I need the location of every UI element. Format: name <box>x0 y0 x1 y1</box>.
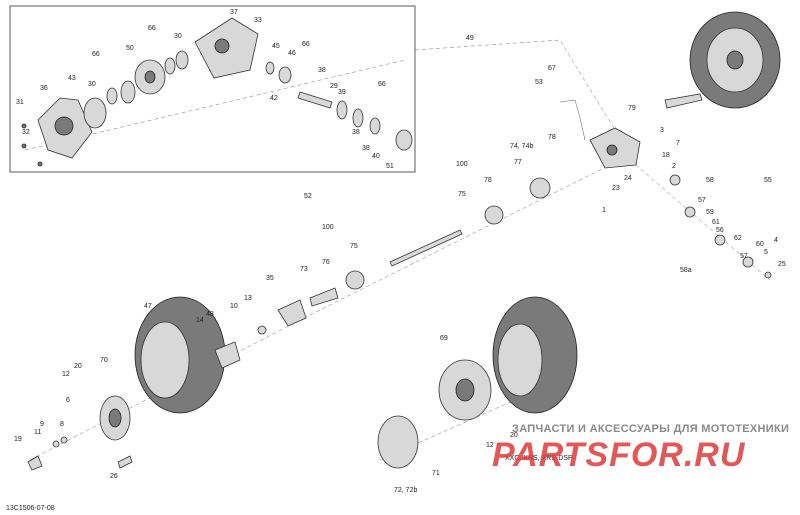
callout-47: 10 <box>230 303 238 310</box>
callout-59: 26 <box>110 473 118 480</box>
inset-frame <box>9 5 416 173</box>
callout-43: 76 <box>322 259 330 266</box>
callout-64: 56 <box>716 227 724 234</box>
callout-19: 66 <box>378 81 386 88</box>
callout-58: 19 <box>14 436 22 443</box>
inset-gearbox <box>21 17 413 167</box>
callout-33: 24 <box>624 175 632 182</box>
front-gearbox <box>559 93 703 169</box>
callout-3: 43 <box>68 75 76 82</box>
drive-shaft <box>277 177 551 327</box>
callout-45: 35 <box>266 275 274 282</box>
callout-13: 66 <box>302 41 310 48</box>
callout-60: 58 <box>706 177 714 184</box>
callout-75: 20 <box>510 432 518 439</box>
callout-21: 40 <box>372 153 380 160</box>
rear-left-wheel <box>27 296 267 471</box>
callout-51: 70 <box>100 357 108 364</box>
watermark-caption: ЗАПЧАСТИ И АКСЕССУАРЫ ДЛЯ МОТОТЕХНИКИ <box>512 423 789 435</box>
callout-11: 45 <box>272 43 280 50</box>
callout-69: 4 <box>774 237 778 244</box>
callout-8: 30 <box>174 33 182 40</box>
callout-29: 3 <box>660 127 664 134</box>
callout-66: 57 <box>740 253 748 260</box>
callout-67: 58a <box>680 267 692 274</box>
callout-55: 8 <box>60 421 64 428</box>
callout-14: 38 <box>318 67 326 74</box>
callout-27: 78 <box>548 134 556 141</box>
callout-39: 75 <box>458 191 466 198</box>
callout-15: 29 <box>330 83 338 90</box>
callout-23: 49 <box>466 35 474 42</box>
callout-48: 48 <box>206 311 214 318</box>
callout-65: 62 <box>734 235 742 242</box>
callout-42: 75 <box>350 243 358 250</box>
callout-50: 47 <box>144 303 152 310</box>
suspension-linkage <box>669 174 772 279</box>
callout-32: 2 <box>672 163 676 170</box>
callout-41: 100 <box>322 224 334 231</box>
callout-73: 69 <box>440 335 448 342</box>
callout-10: 33 <box>254 17 262 24</box>
callout-24: 53 <box>535 79 543 86</box>
callout-22: 51 <box>386 163 394 170</box>
callout-1: 32 <box>22 129 30 136</box>
callout-44: 73 <box>300 266 308 273</box>
callout-5: 30 <box>88 81 96 88</box>
callout-2: 36 <box>40 85 48 92</box>
part-code: 13C1506-07-08 <box>6 505 55 512</box>
callout-30: 7 <box>676 140 680 147</box>
callout-57: 11 <box>34 429 41 436</box>
callout-12: 46 <box>288 50 296 57</box>
callout-61: 57 <box>698 197 706 204</box>
callout-62: 59 <box>706 209 714 216</box>
callout-77: 72, 72b <box>394 487 417 494</box>
callout-16: 42 <box>270 95 278 102</box>
callout-9: 37 <box>230 9 238 16</box>
callout-72: 55 <box>764 177 772 184</box>
callout-37: 78 <box>484 177 492 184</box>
watermark-brand: PARTSFOR.RU <box>492 436 746 474</box>
callout-71: 5 <box>764 249 768 256</box>
callout-34: 23 <box>612 185 620 192</box>
callout-25: 67 <box>548 65 556 72</box>
callout-4: 66 <box>92 51 100 58</box>
callout-18: 38 <box>352 129 360 136</box>
callout-76: 71 <box>432 470 440 477</box>
callout-20: 38 <box>362 145 370 152</box>
callout-52: 20 <box>74 363 82 370</box>
rear-right-wheel <box>377 296 578 469</box>
callout-46: 13 <box>244 295 252 302</box>
callout-6: 50 <box>126 45 134 52</box>
callout-7: 66 <box>148 25 156 32</box>
callout-40: 52 <box>304 193 312 200</box>
callout-63: 61 <box>712 219 720 226</box>
callout-36: 77 <box>514 159 522 166</box>
callout-74: 12 <box>486 442 494 449</box>
assembly-axes <box>24 39 771 461</box>
callout-17: 39 <box>338 89 346 96</box>
callout-53: 12 <box>62 371 70 378</box>
callout-31: 18 <box>662 152 670 159</box>
variant-note: XXC, XRS, XRS-DSP <box>505 455 573 462</box>
callout-26: 79 <box>628 105 636 112</box>
callout-35: 1 <box>602 207 606 214</box>
callout-49: 14 <box>196 317 204 324</box>
callout-54: 6 <box>66 397 70 404</box>
front-right-wheel <box>689 11 781 109</box>
callout-38: 100 <box>456 161 468 168</box>
callout-0: 31 <box>16 99 24 106</box>
callout-labels: 3132364366305066303733454666382942393866… <box>14 9 786 494</box>
callout-28: 74, 74b <box>510 143 533 150</box>
callout-68: 60 <box>756 241 764 248</box>
callout-56: 9 <box>40 421 44 428</box>
callout-70: 25 <box>778 261 786 268</box>
